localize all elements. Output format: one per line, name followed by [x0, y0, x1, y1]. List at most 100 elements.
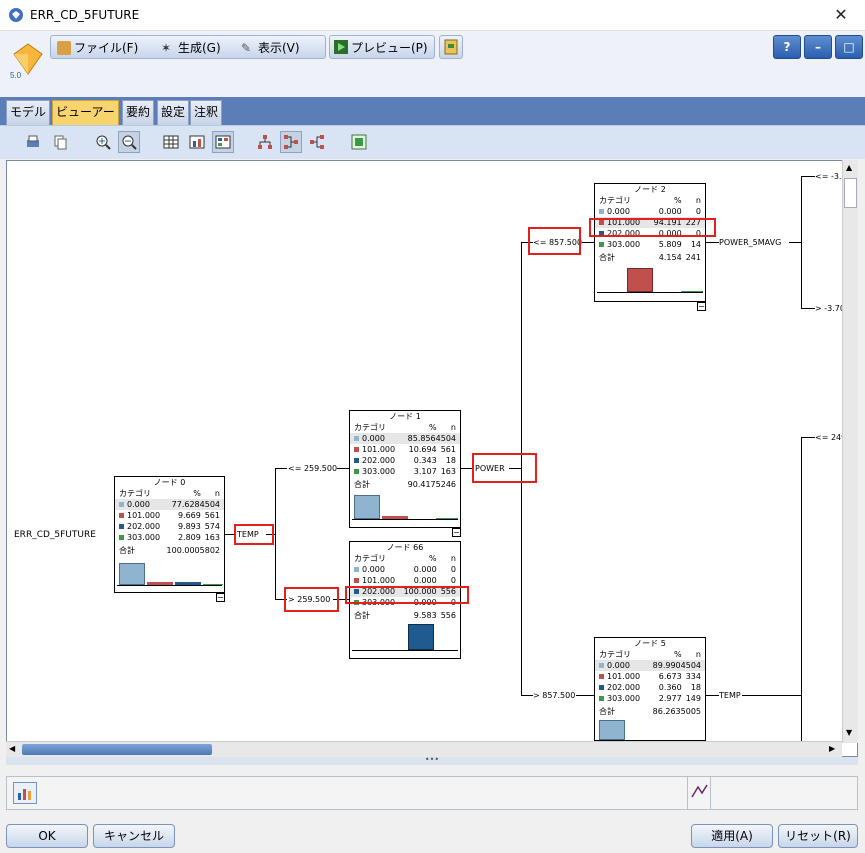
zoom-out-button[interactable] [118, 131, 140, 153]
connector [266, 534, 275, 535]
preview-button[interactable]: プレビュー(P) [329, 35, 435, 59]
menu-file[interactable]: ファイル(F) [57, 39, 138, 56]
tree-right-left-button[interactable] [306, 131, 328, 153]
split-label-temp: TEMP [237, 530, 259, 539]
tree-down-icon [258, 135, 272, 149]
generate-icon: ✶ [161, 40, 172, 55]
connector [705, 695, 719, 696]
tree-top-down-button[interactable] [254, 131, 276, 153]
node-histogram [352, 492, 458, 520]
histogram-bar [203, 584, 223, 585]
tree-map-button[interactable] [348, 131, 370, 153]
connector [705, 242, 719, 243]
view-icon: ✎ [241, 40, 252, 55]
copy-button[interactable] [49, 131, 71, 153]
play-icon [334, 40, 348, 54]
viewer-toolbar [0, 125, 865, 159]
menu-generate[interactable]: ✶ 生成(G) [161, 40, 221, 56]
help-button[interactable]: ? [773, 35, 801, 59]
connector [580, 242, 594, 243]
node-header: カテゴリ%n [119, 489, 220, 498]
scroll-right-icon[interactable]: ▶ [829, 744, 836, 753]
table-chart-icon [215, 135, 231, 149]
zoom-in-button[interactable] [92, 131, 114, 153]
node-title: ノード 0 [153, 478, 186, 487]
pane-splitter[interactable]: ••• [6, 756, 858, 765]
tab-summary[interactable]: 要約 [122, 100, 155, 125]
bar-chart-icon [18, 789, 31, 800]
minimize-button[interactable]: – [804, 35, 832, 59]
connector [333, 599, 349, 600]
node-header: カテゴリ%n [599, 650, 701, 659]
tab-annotation[interactable]: 注釈 [190, 100, 223, 125]
table-icon [163, 135, 179, 149]
maximize-button[interactable]: □ [835, 35, 863, 59]
histogram-bar [408, 624, 434, 650]
split-label-power: POWER [475, 464, 505, 473]
highlight-box [589, 218, 716, 237]
node-title: ノード 2 [634, 185, 666, 194]
collapse-toggle[interactable]: − [697, 302, 706, 311]
tab-model[interactable]: モデル [6, 100, 51, 125]
close-button[interactable]: ✕ [834, 5, 848, 24]
graph-view-button[interactable] [186, 131, 208, 153]
tab-viewer[interactable]: ビューアー [52, 100, 119, 125]
reset-button[interactable]: リセット(R) [778, 824, 858, 848]
node-histogram [597, 265, 703, 293]
tab-settings[interactable]: 設定 [157, 100, 190, 125]
connector [801, 176, 815, 177]
scroll-thumb[interactable] [844, 178, 857, 208]
collapse-toggle[interactable]: − [216, 593, 225, 602]
connector [801, 176, 802, 308]
pick-tool-button[interactable] [687, 777, 711, 809]
menu-view[interactable]: ✎ 表示(V) [241, 40, 300, 56]
vertical-scrollbar[interactable]: ▲ ▼ [842, 160, 858, 743]
connector [576, 695, 594, 696]
node-histogram [352, 623, 458, 651]
print-button[interactable] [22, 131, 44, 153]
collapse-toggle[interactable]: − [452, 528, 461, 537]
scroll-up-icon[interactable]: ▲ [846, 163, 853, 172]
highlight-box [528, 227, 581, 255]
file-icon [57, 40, 71, 55]
horizontal-scrollbar[interactable]: ◀ ▶ [6, 741, 842, 757]
table-view-button[interactable] [160, 131, 182, 153]
tree-left-right-button[interactable] [280, 131, 302, 153]
histogram-bar [627, 268, 653, 292]
histogram-bar [119, 563, 145, 585]
ok-button[interactable]: OK [6, 824, 88, 848]
scroll-thumb[interactable] [22, 744, 212, 755]
connector [789, 242, 801, 243]
node-title: ノード 66 [386, 543, 424, 552]
apply-button[interactable]: 適用(A) [691, 824, 773, 848]
table-graph-view-button[interactable] [212, 131, 234, 153]
connector [275, 468, 287, 469]
scroll-down-icon[interactable]: ▼ [846, 728, 853, 737]
histogram-bar [175, 582, 201, 585]
scroll-left-icon[interactable]: ◀ [9, 744, 16, 753]
chart-pane-button[interactable] [13, 782, 37, 804]
connector [521, 242, 533, 243]
export-button[interactable] [439, 35, 463, 59]
title-bar: ERR_CD_5FUTURE ✕ [0, 0, 865, 31]
histogram-bar [147, 582, 173, 585]
cancel-button[interactable]: キャンセル [93, 824, 175, 848]
branch-label-power-gt: > 857.500 [533, 691, 576, 700]
target-field-label: ERR_CD_5FUTURE [14, 530, 96, 540]
connector [521, 242, 522, 695]
